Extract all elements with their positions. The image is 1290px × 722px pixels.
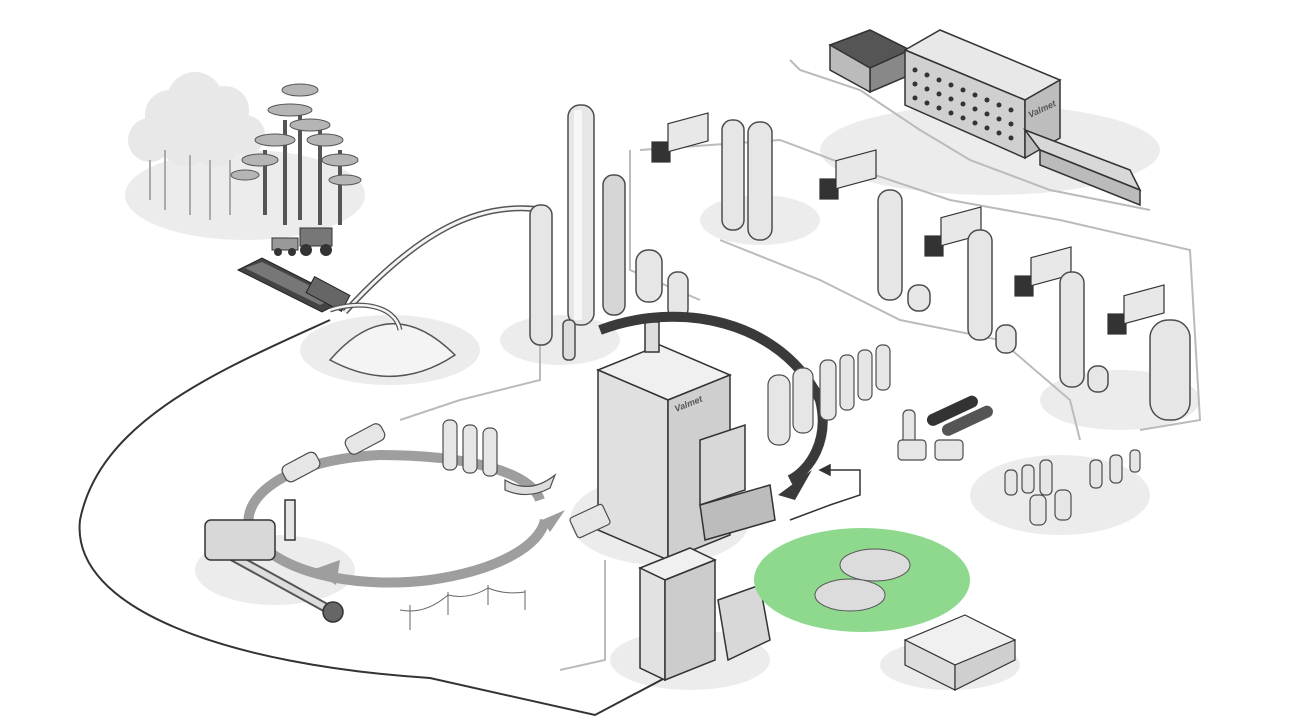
water-intake — [903, 614, 1017, 691]
chemical-plant-tanks — [897, 409, 1141, 526]
causticizing-tanks — [281, 419, 611, 539]
building-windows — [912, 67, 1014, 141]
harvester-machine — [271, 227, 333, 256]
forest-harvesting — [128, 72, 362, 256]
drum-rollers — [926, 395, 993, 436]
wood-handling — [236, 257, 351, 313]
evaporation-plant — [767, 344, 891, 446]
pipeline-loop — [78, 319, 681, 717]
power-boiler — [638, 547, 771, 682]
cooking-digester — [529, 104, 689, 361]
paper-machine-building — [828, 29, 1142, 207]
fiberline-washers — [651, 112, 1165, 335]
chip-pile — [328, 205, 546, 377]
bleaching-towers — [721, 119, 1191, 421]
recovery-boiler — [596, 321, 776, 562]
return-arrow — [789, 463, 861, 521]
lime-kiln — [204, 499, 344, 623]
power-line — [399, 585, 526, 630]
wastewater-treatment — [754, 528, 970, 632]
